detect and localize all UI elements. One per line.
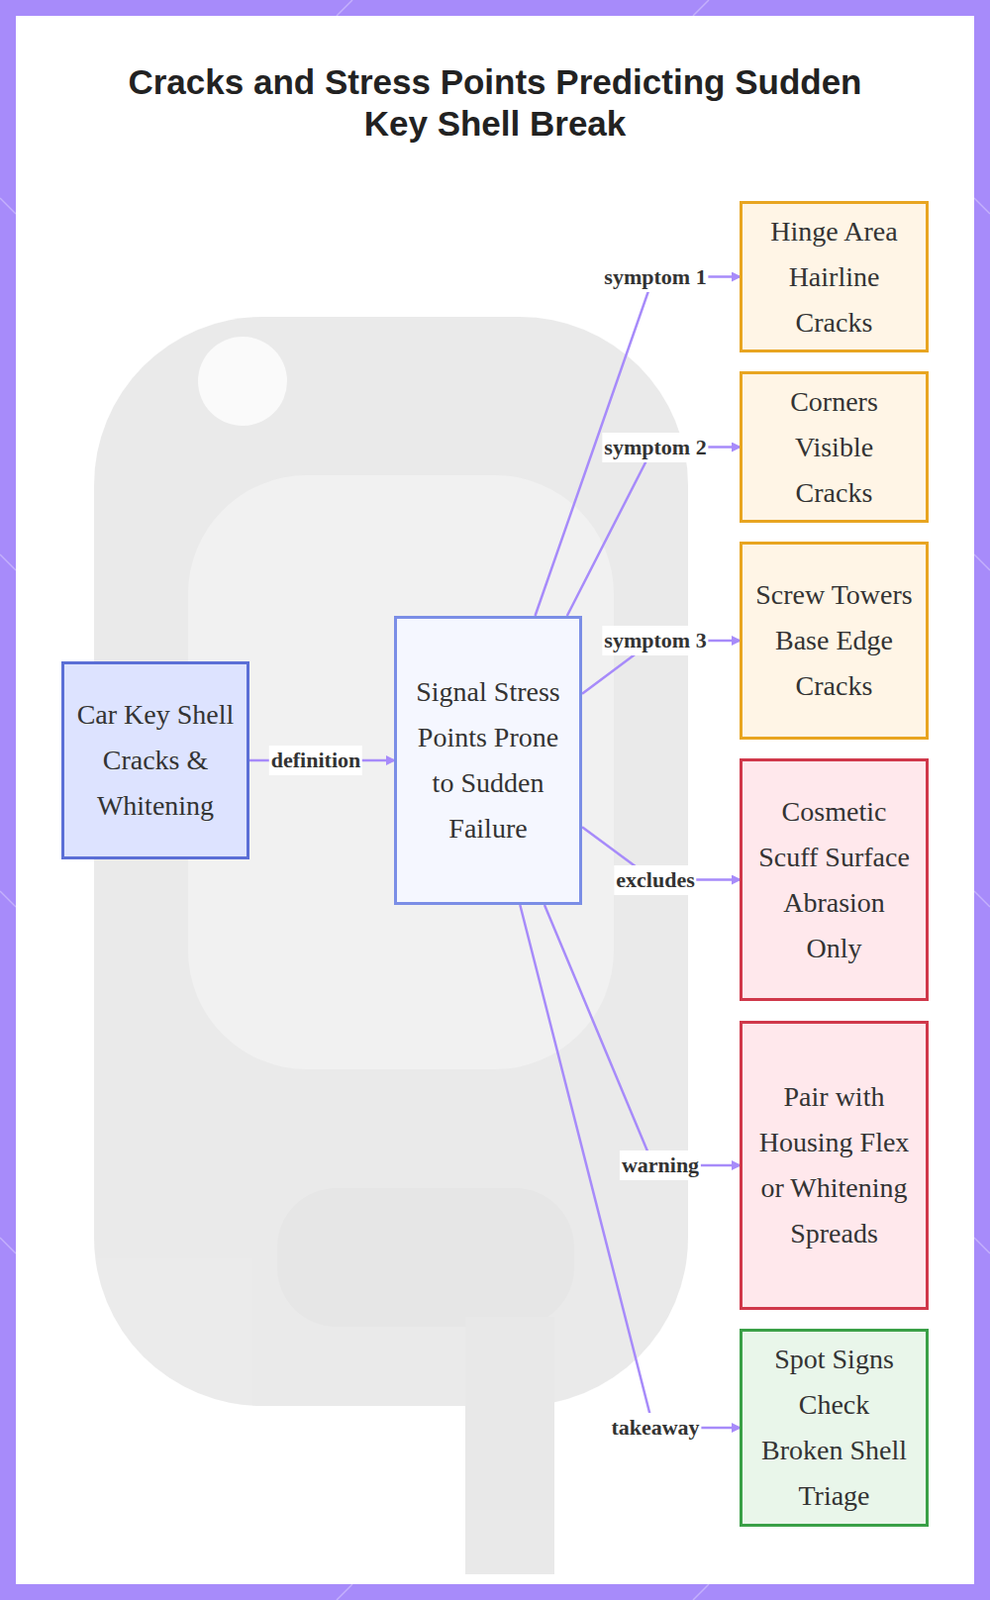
warning-box: Pair with Housing Flex or Whitening Spre… [739,1020,929,1310]
node-text: Spot Signs Check Broken Shell Triage [755,1336,914,1519]
connector [519,904,740,1428]
node-text: Hinge Area Hairline Cracks [755,208,914,346]
diagram-title: Cracks and Stress Points Predicting Sudd… [99,61,891,145]
symptom-box: Screw Towers Base Edge Cracks [739,541,929,740]
node-text: Signal Stress Points Prone to Sudden Fai… [408,669,568,852]
node-text: Screw Towers Base Edge Cracks [755,572,914,709]
canvas [15,15,975,1584]
connector [535,277,741,617]
connector [544,904,740,1166]
key-illustration [94,316,689,1575]
takeaway-box: Spot Signs Check Broken Shell Triage [739,1328,929,1527]
edge-label: takeaway [608,1412,701,1443]
concept-box: Car Key Shell Cracks & Whitening [61,661,250,860]
connector [567,447,740,617]
edge-label: excludes [613,865,696,895]
edge-label: symptom 2 [601,432,708,463]
edge-label: symptom 1 [601,262,708,293]
node-text: Corners Visible Cracks [755,379,914,516]
symptom-box: Corners Visible Cracks [739,371,929,523]
symptom-box: Hinge Area Hairline Cracks [739,200,929,353]
edge-label: warning [619,1150,701,1181]
node-text: Pair with Housing Flex or Whitening Spre… [755,1074,914,1257]
node-text: Cosmetic Scuff Surface Abrasion Only [755,789,914,972]
edge-label: symptom 3 [601,625,708,656]
edge-label: definition [269,745,363,776]
definition-box: Signal Stress Points Prone to Sudden Fai… [394,615,583,905]
exclusion-box: Cosmetic Scuff Surface Abrasion Only [739,758,929,1001]
node-text: Car Key Shell Cracks & Whitening [76,692,235,829]
